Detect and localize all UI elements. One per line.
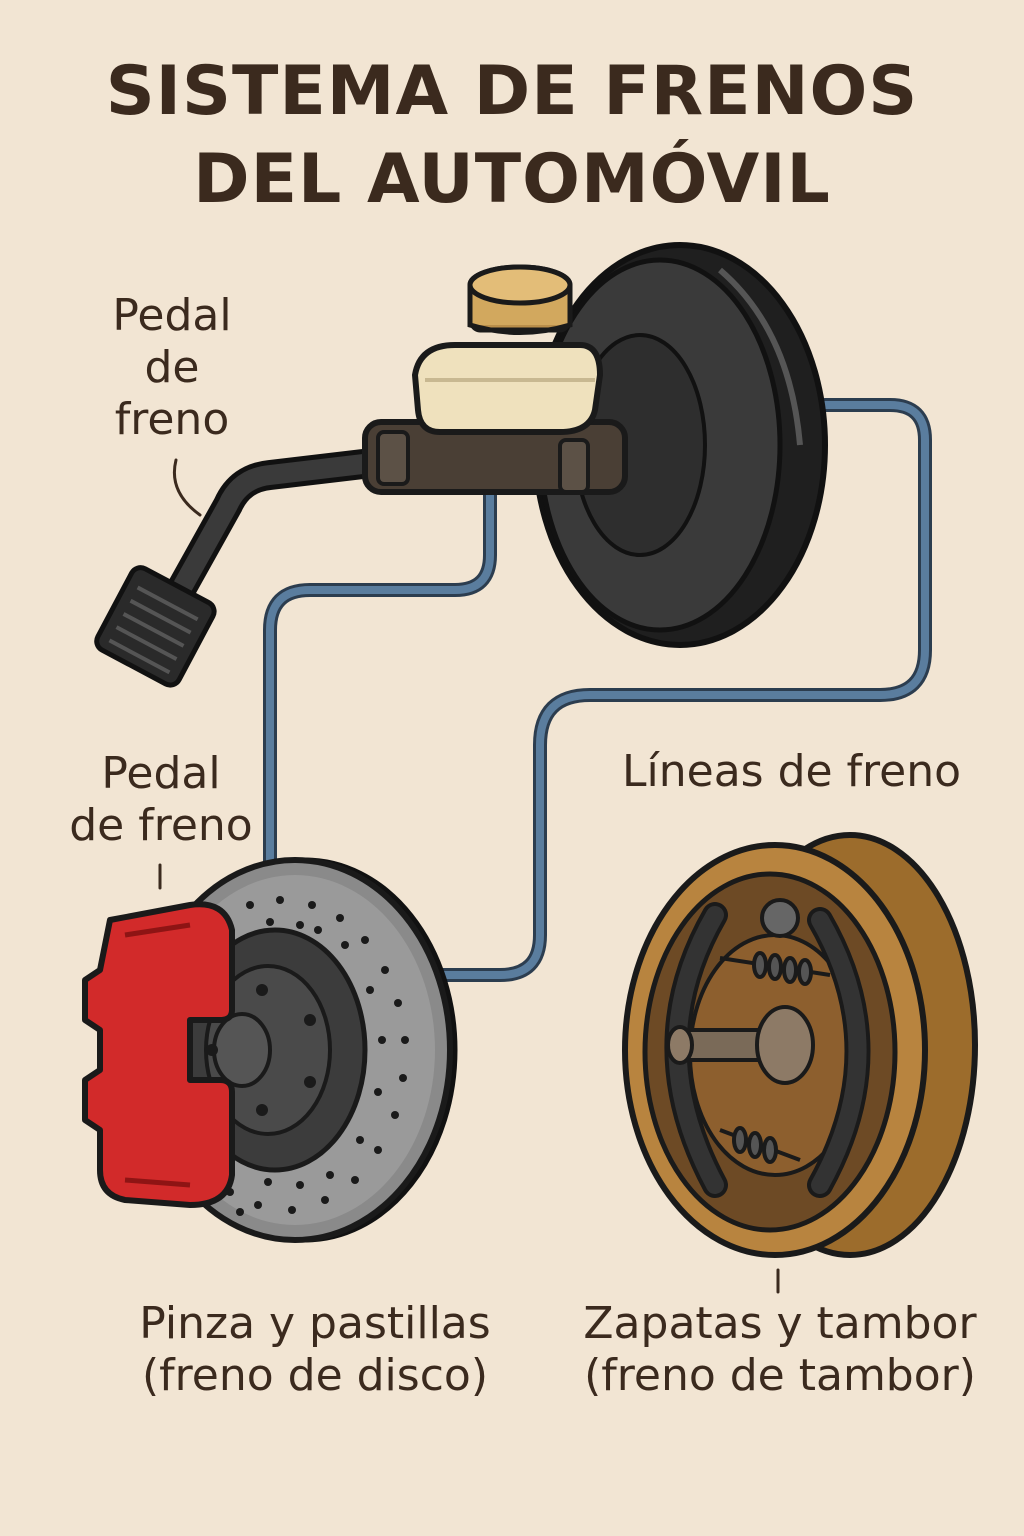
title-line-2: DEL AUTOMÓVIL bbox=[193, 140, 831, 219]
label-drum-line-1: Zapatas y tambor bbox=[583, 1298, 977, 1349]
label-brake-lines: Líneas de freno bbox=[622, 746, 962, 797]
label-pedal-left-line-1: Pedal bbox=[101, 748, 221, 799]
title-line-1: SISTEMA DE FRENOS bbox=[105, 52, 919, 131]
callout-marks bbox=[158, 458, 780, 1294]
label-disc-line-1: Pinza y pastillas bbox=[139, 1298, 491, 1349]
label-pedal-top-line-3: freno bbox=[114, 394, 230, 445]
label-pedal-top-line-1: Pedal bbox=[112, 290, 232, 341]
master-cylinder-icon bbox=[362, 264, 628, 495]
disc-brake-icon bbox=[82, 857, 458, 1243]
caliper-icon bbox=[82, 901, 235, 1208]
brake-lines bbox=[263, 398, 932, 982]
label-drum-brake: Zapatas y tambor (freno de tambor) bbox=[560, 1298, 1000, 1402]
brake-booster-icon bbox=[532, 242, 828, 648]
label-disc-brake: Pinza y pastillas (freno de disco) bbox=[100, 1298, 530, 1402]
label-pedal-left: Pedal de freno bbox=[46, 748, 276, 852]
label-pedal-top-line-2: de bbox=[144, 342, 200, 393]
label-drum-line-2: (freno de tambor) bbox=[584, 1350, 976, 1401]
drum-brake-icon bbox=[622, 832, 978, 1258]
brake-pedal-icon bbox=[94, 447, 395, 688]
label-disc-line-2: (freno de disco) bbox=[142, 1350, 488, 1401]
rotor-holes bbox=[226, 896, 409, 1216]
label-pedal-top: Pedal de freno bbox=[92, 290, 252, 446]
label-pedal-left-line-2: de freno bbox=[69, 800, 253, 851]
